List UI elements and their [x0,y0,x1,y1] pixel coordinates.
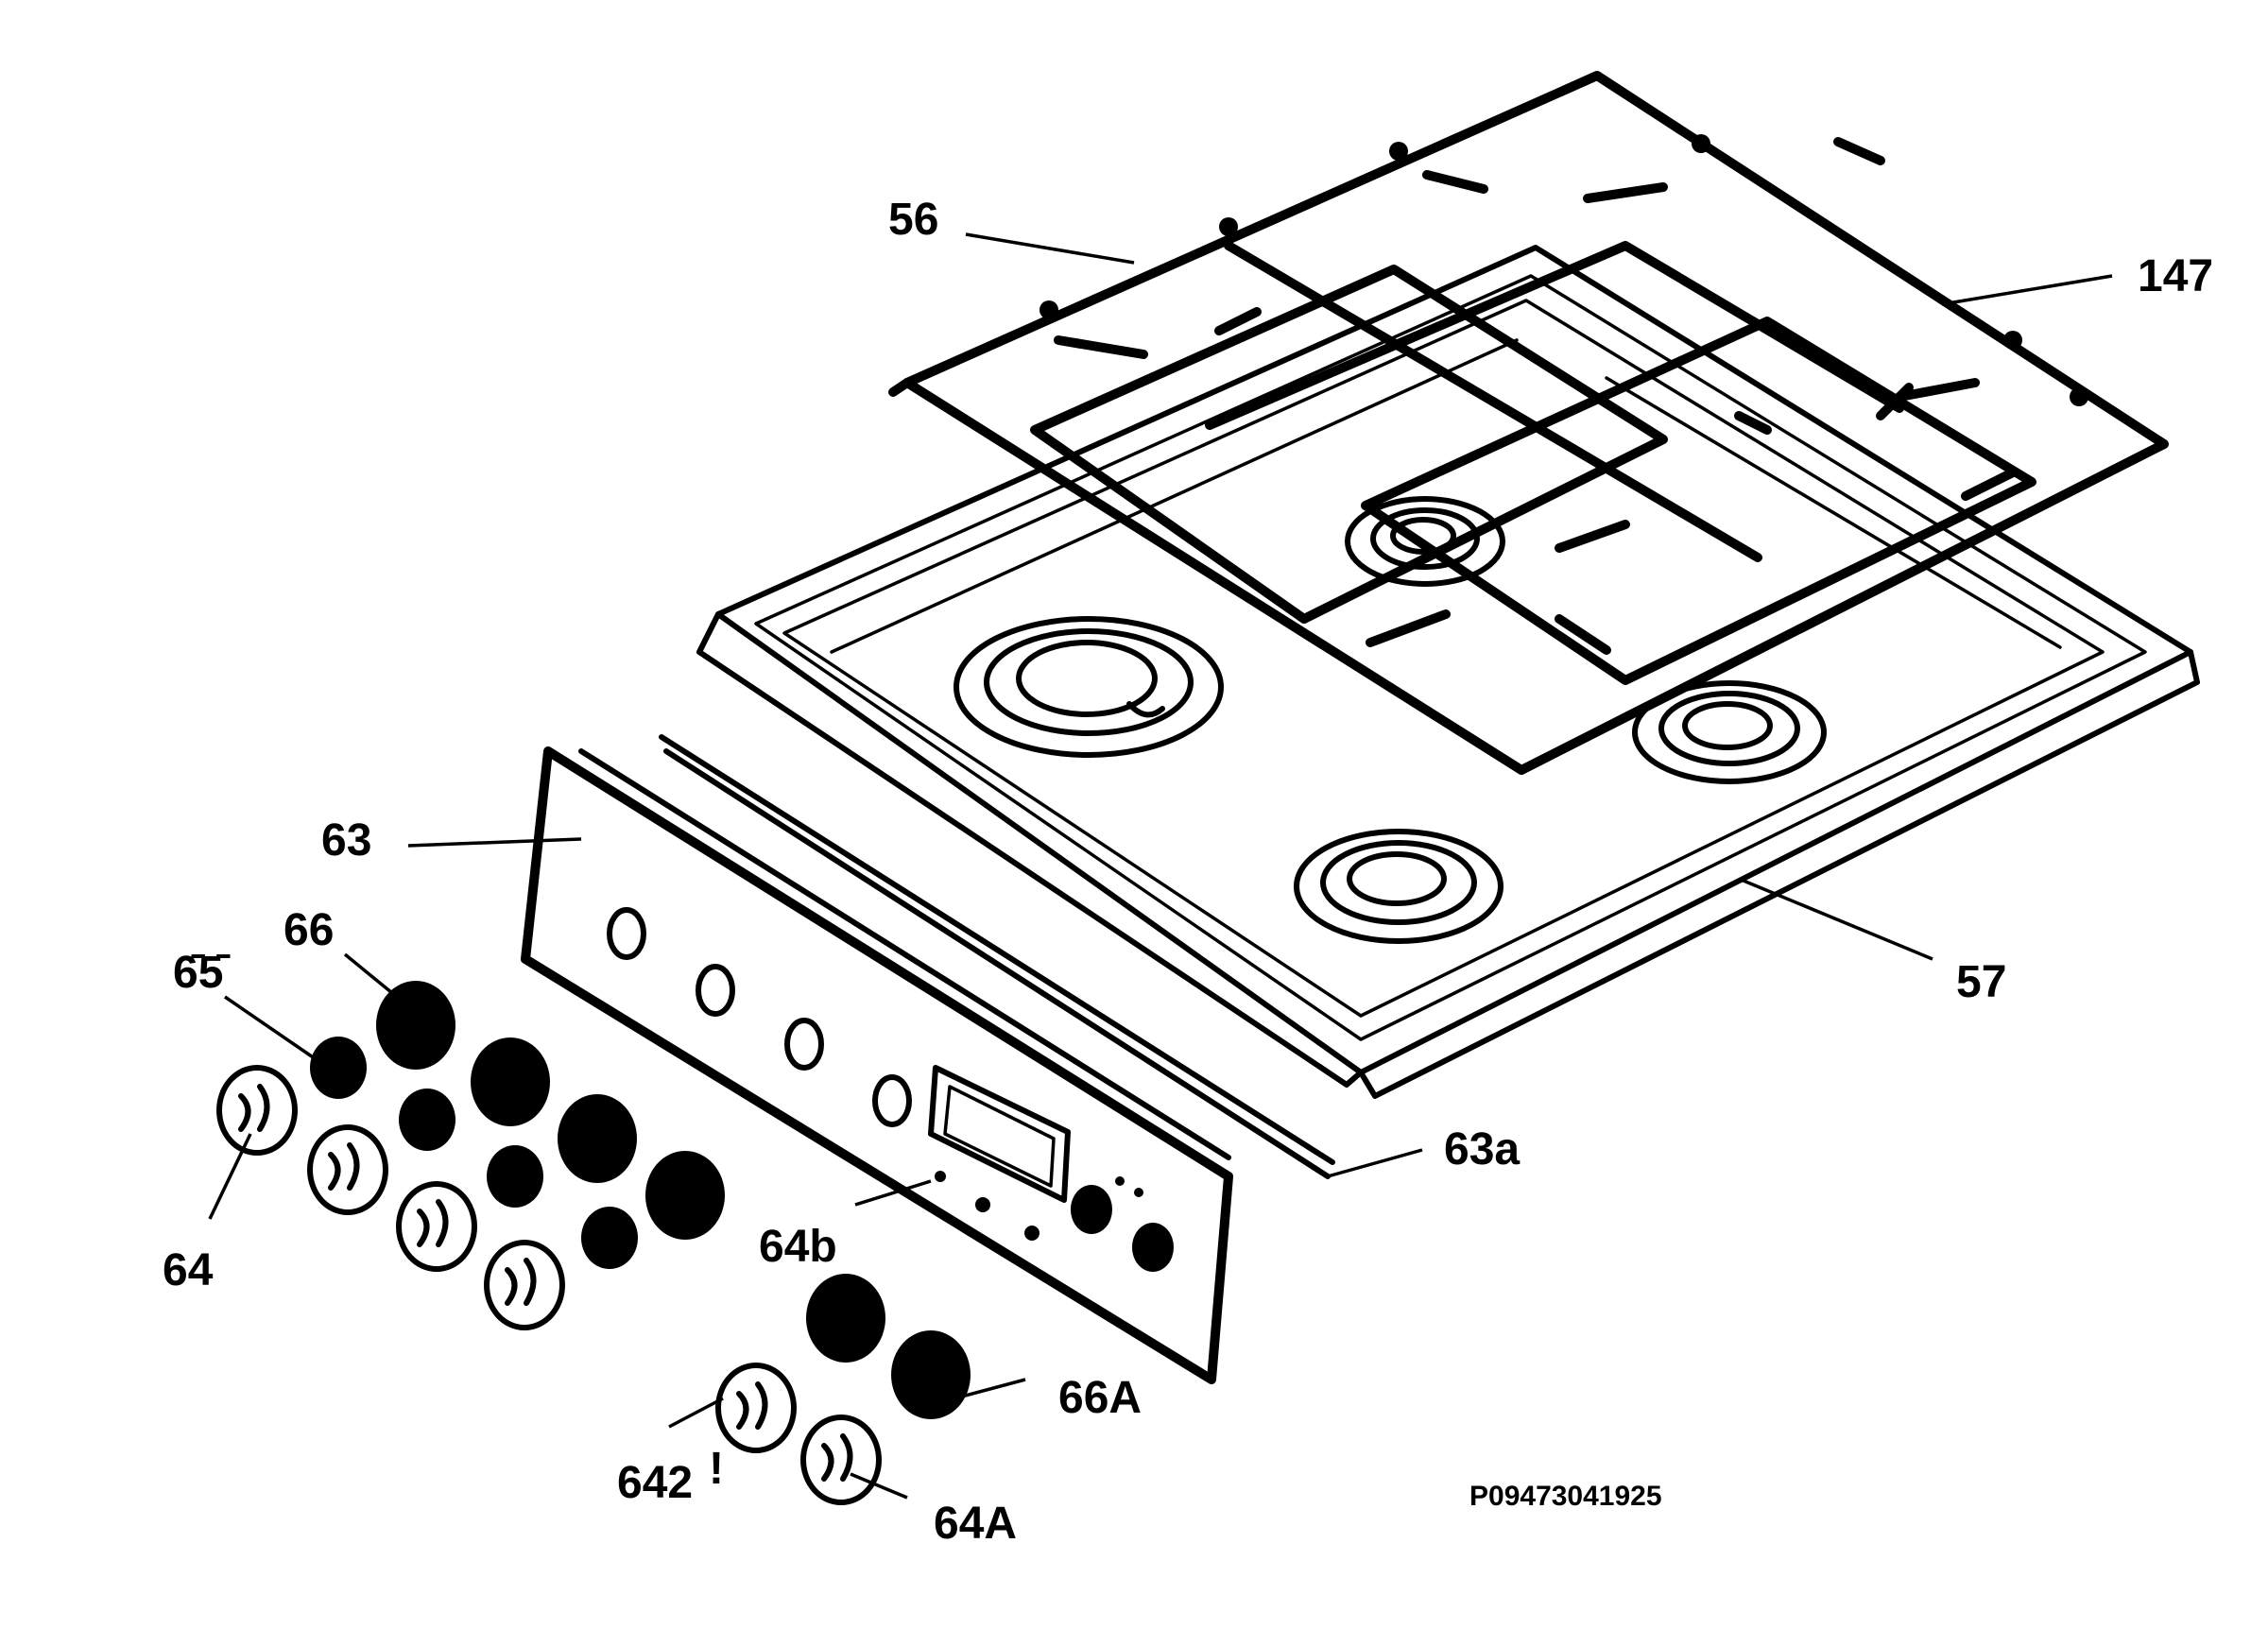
drawing-code: P09473041925 [1469,1481,1662,1512]
burner-front [1294,829,1503,944]
label-147: 147 [2138,251,2213,301]
label-65: 6̄5̄ [173,948,231,998]
label-66: 66 [284,905,334,955]
label-642: 642 [617,1458,693,1508]
burner-rear [1345,496,1505,587]
label-64A: 64A [934,1499,1017,1549]
label-642-mark: ! [709,1444,724,1494]
front-trim-strip [659,734,1335,1179]
knob-skirt-64 [216,1065,565,1330]
label-66A: 66A [1058,1373,1142,1423]
label-56: 56 [888,195,938,245]
label-57: 57 [1956,957,2006,1007]
label-64: 64 [163,1245,214,1295]
label-63: 63 [321,815,371,866]
control-panel [521,746,1233,1384]
label-63a: 63a [1444,1124,1520,1174]
hob-plate [696,245,2200,1099]
knob-cap-66 [376,981,725,1240]
knob-skirt-64A [715,1363,882,1505]
knob-insert-65 [310,1037,638,1269]
burner-large [954,616,1224,758]
pan-support-grid [888,71,2169,775]
leader-lines [208,232,2113,1500]
knob-cap-66A [806,1274,971,1419]
burner-right [1632,680,1827,784]
label-64b: 64b [759,1222,837,1272]
